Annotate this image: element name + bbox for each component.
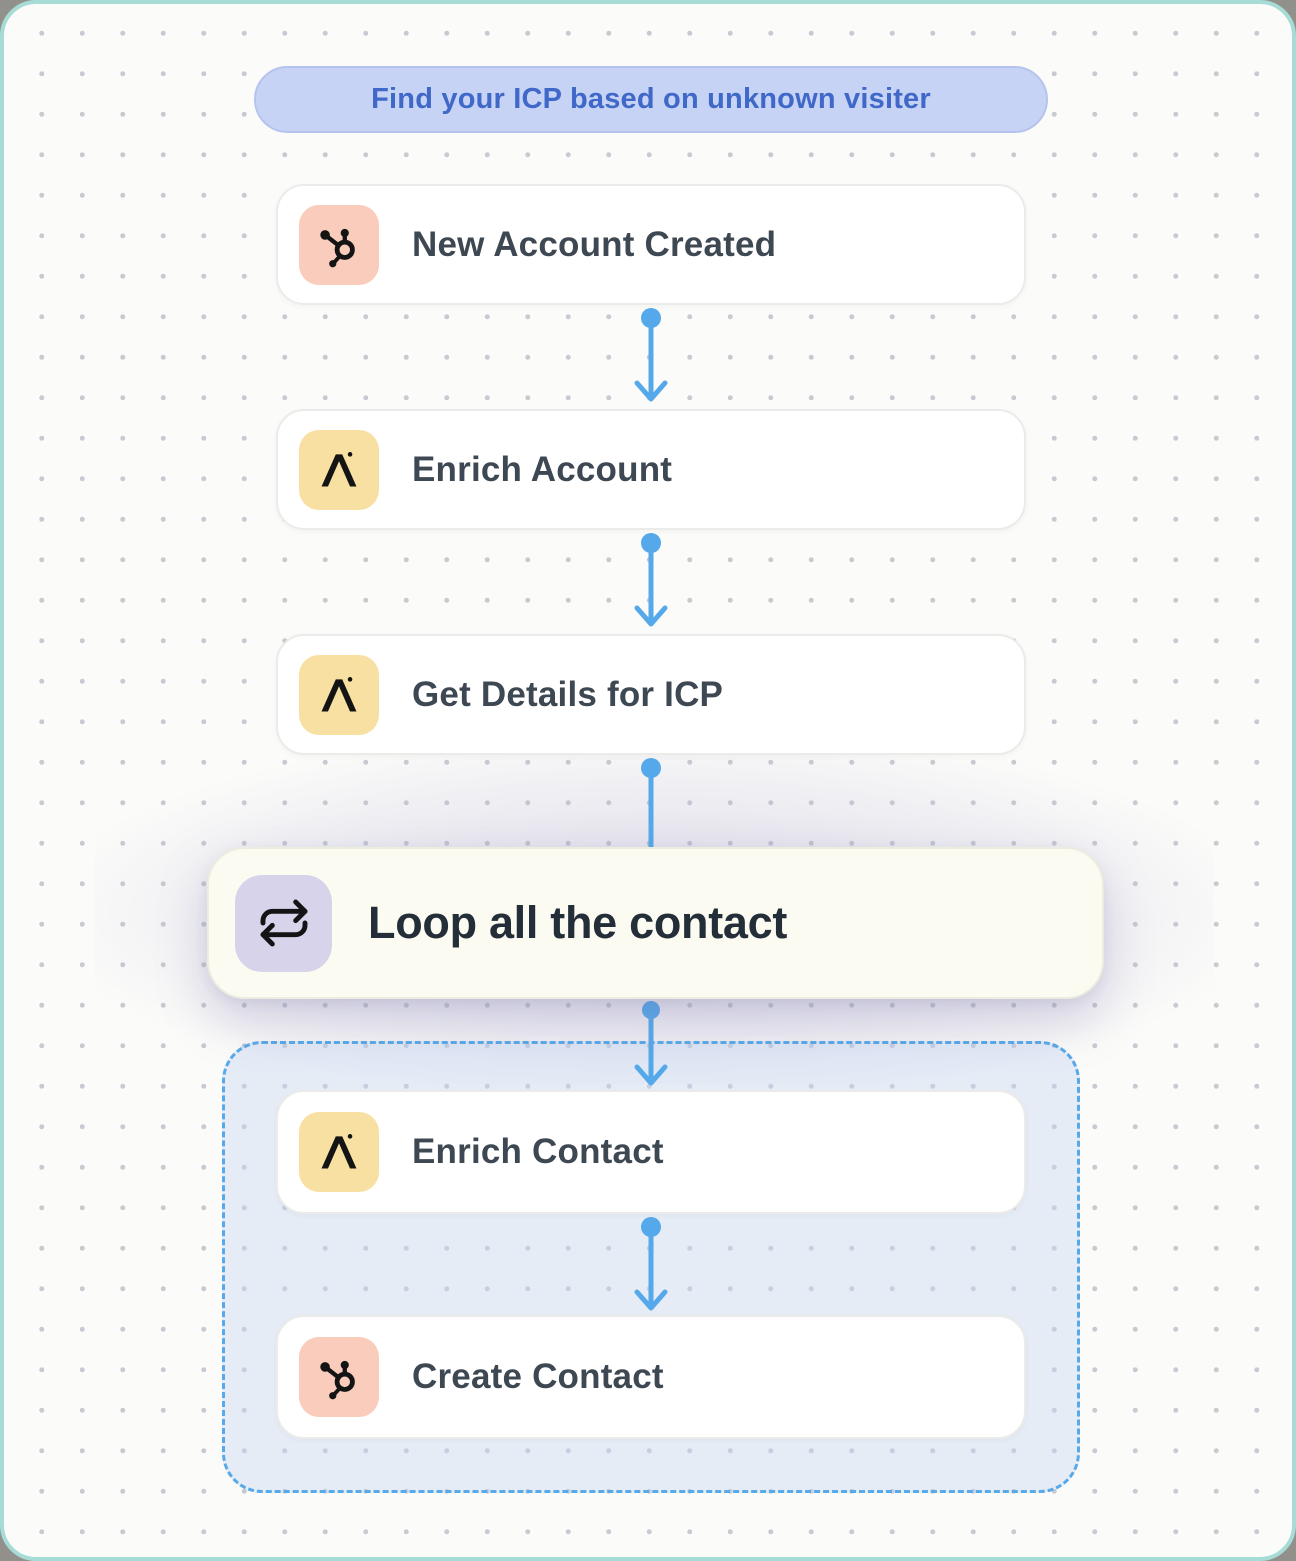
node-enrich-contact[interactable]: Enrich Contact [276,1090,1026,1214]
connector-arrow [634,308,668,402]
node-create-contact[interactable]: Create Contact [276,1315,1026,1439]
node-label: Create Contact [412,1357,664,1396]
node-label: Enrich Contact [412,1132,664,1171]
node-label: Loop all the contact [368,897,788,948]
node-loop-all-the-contact[interactable]: Loop all the contact [207,847,1104,999]
node-enrich-account[interactable]: Enrich Account [276,409,1026,530]
node-new-account-created[interactable]: New Account Created [276,184,1026,305]
workflow-title-pill[interactable]: Find your ICP based on unknown visiter [254,66,1048,133]
workflow-title: Find your ICP based on unknown visiter [371,83,931,115]
connector-arrow [634,533,668,627]
node-label: Get Details for ICP [412,674,724,714]
node-label: Enrich Account [412,449,673,489]
apollo-icon [299,1112,379,1192]
node-label: New Account Created [412,224,777,264]
node-get-details-for-icp[interactable]: Get Details for ICP [276,634,1026,755]
hubspot-icon [299,204,379,285]
loop-icon [235,874,332,972]
apollo-icon [299,429,379,510]
connector-arrow [641,758,661,847]
apollo-icon [299,654,379,735]
hubspot-icon [299,1337,379,1417]
